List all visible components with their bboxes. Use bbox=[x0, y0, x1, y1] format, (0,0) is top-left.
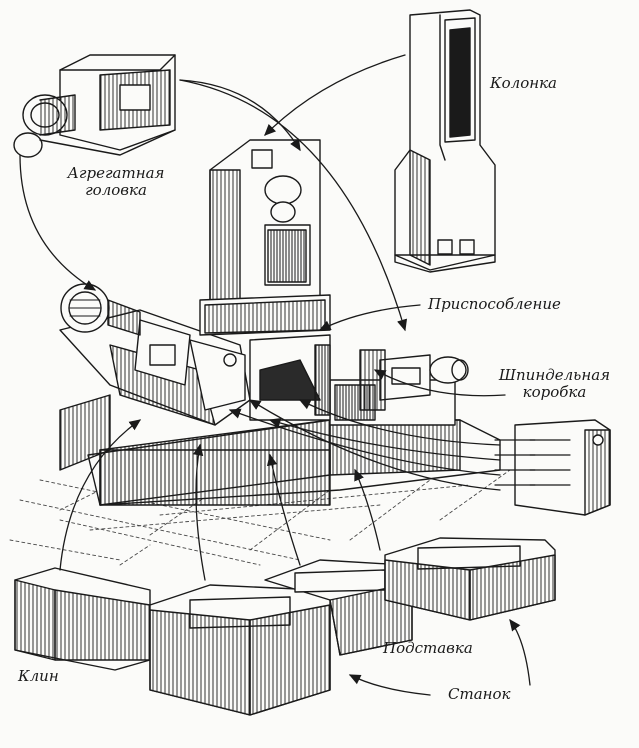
spindle-box-part bbox=[494, 419, 611, 516]
spindle-box-label: Шпиндельная коробка bbox=[497, 367, 612, 401]
right-motor bbox=[359, 349, 469, 411]
unit-head-label-line2: головка bbox=[85, 181, 147, 199]
spindle-box-label-line2: коробка bbox=[522, 383, 587, 401]
fixture-label: Приспособление bbox=[428, 295, 561, 313]
stand-part-back bbox=[384, 537, 556, 621]
stand-part-front bbox=[149, 584, 331, 716]
stand-label: Подставка bbox=[383, 639, 473, 657]
assembly-arrows bbox=[19, 54, 531, 696]
center-column bbox=[199, 139, 331, 421]
unit-head-part bbox=[13, 54, 176, 158]
column-label: Колонка bbox=[490, 74, 558, 92]
wedge-part bbox=[14, 567, 151, 671]
wedge-label: Клин bbox=[18, 667, 59, 685]
column-part bbox=[394, 9, 496, 273]
machine-label: Станок bbox=[448, 685, 511, 703]
unit-head-label-line1: Агрегатная bbox=[67, 164, 165, 182]
unit-head-label: Агрегатная головка bbox=[66, 165, 166, 199]
spindle-box-label-line1: Шпиндельная bbox=[498, 366, 611, 384]
